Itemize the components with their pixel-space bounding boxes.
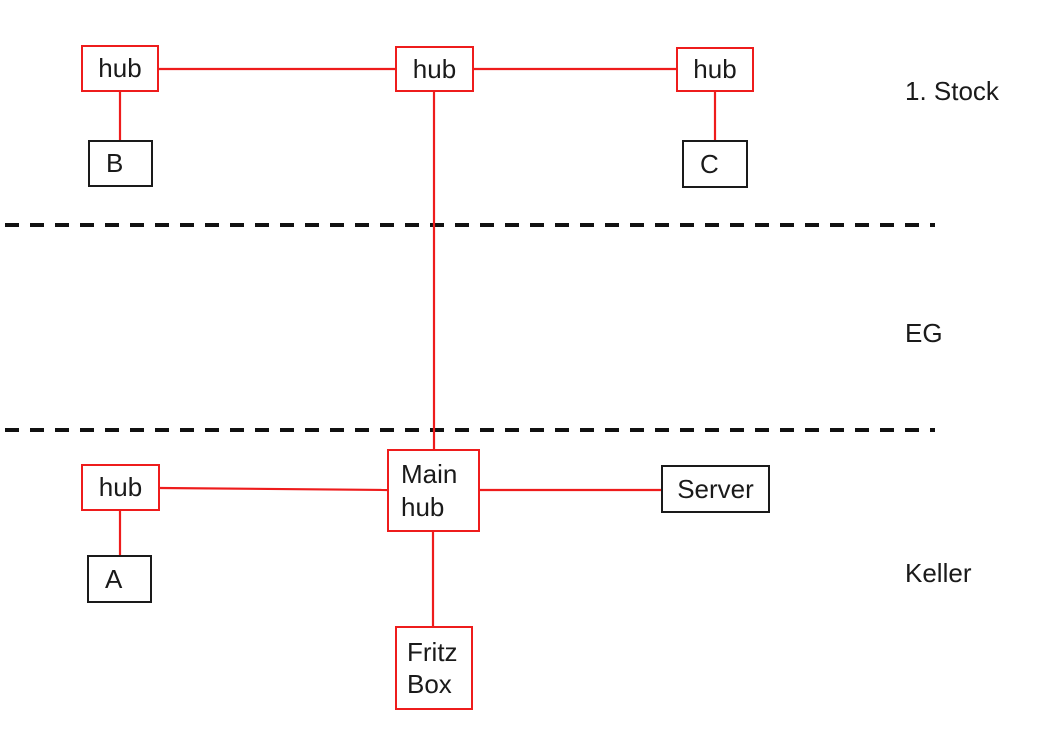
device-a: A bbox=[87, 555, 152, 603]
floor-label-first-floor: 1. Stock bbox=[905, 76, 999, 106]
hub-top-middle: hub bbox=[395, 46, 474, 92]
floor-label-basement: Keller bbox=[905, 558, 972, 588]
main-hub-label-line2: hub bbox=[401, 491, 445, 522]
hub-basement-label: hub bbox=[98, 472, 143, 503]
hub-top-left-label: hub bbox=[98, 53, 142, 84]
hub-top-middle-label: hub bbox=[412, 53, 457, 84]
link-hubbasement-mainhub bbox=[159, 486, 388, 492]
device-c-label: C bbox=[700, 148, 719, 179]
server: Server bbox=[661, 465, 770, 513]
fritz-box: Fritz Box bbox=[395, 626, 473, 710]
hub-top-right-label: hub bbox=[693, 54, 737, 85]
hub-top-right: hub bbox=[676, 47, 754, 92]
device-a-label: A bbox=[105, 563, 123, 594]
server-label: Server bbox=[677, 473, 754, 504]
hub-basement: hub bbox=[81, 464, 160, 511]
hub-top-left: hub bbox=[81, 45, 159, 92]
device-b: B bbox=[88, 140, 153, 187]
device-c: C bbox=[682, 140, 748, 188]
fritz-box-label-line1: Fritz bbox=[407, 636, 458, 667]
main-hub: Main hub bbox=[387, 449, 480, 532]
device-b-label: B bbox=[106, 148, 124, 179]
main-hub-label-line1: Main bbox=[401, 459, 458, 489]
floor-label-ground-floor: EG bbox=[905, 318, 943, 348]
fritz-box-label-line2: Box bbox=[407, 669, 452, 699]
